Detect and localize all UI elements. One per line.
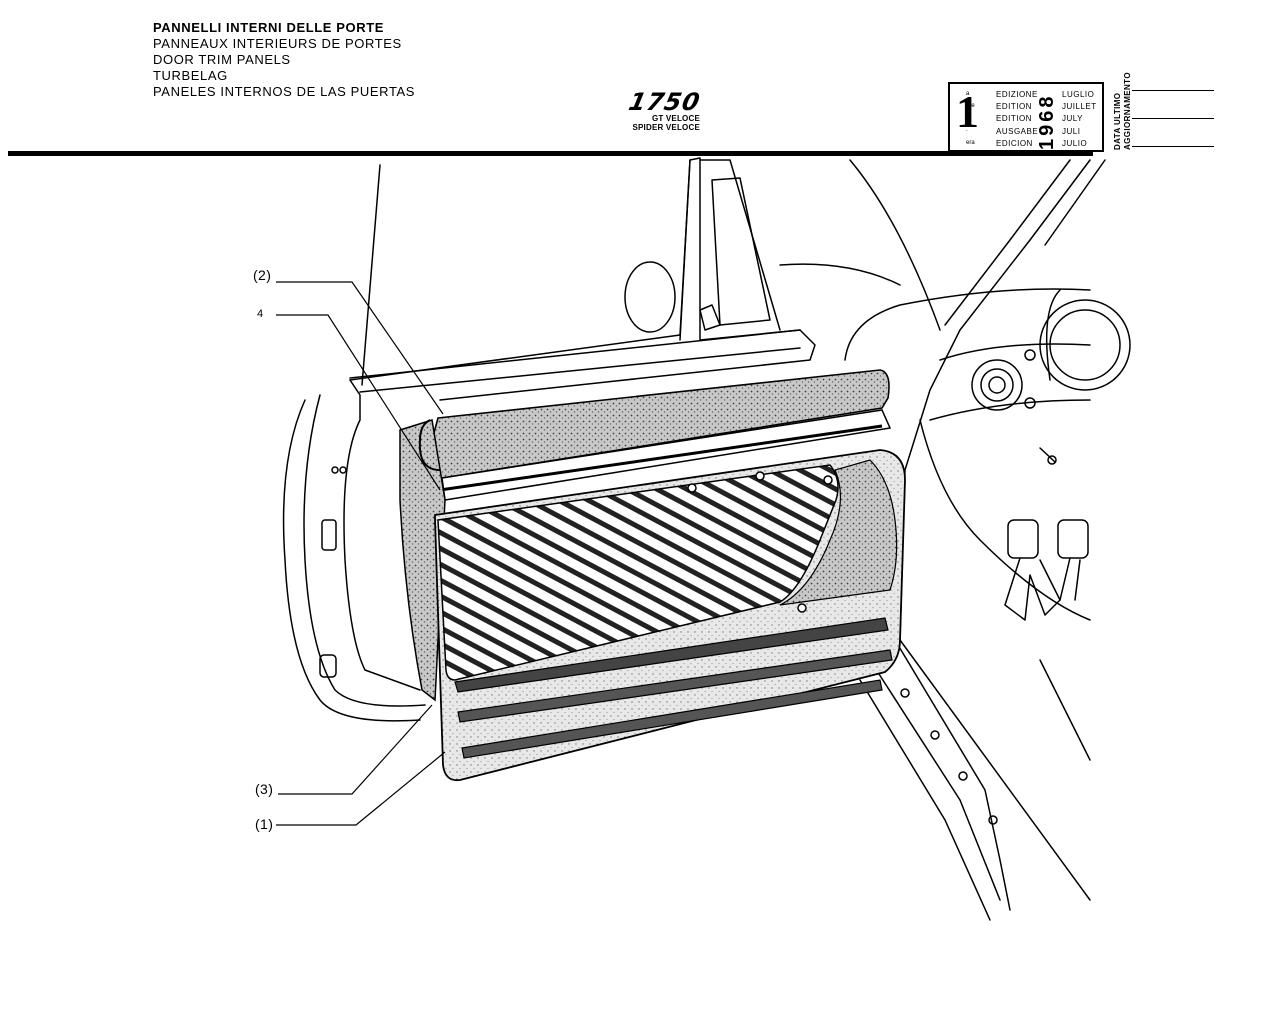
edition-month: LUGLIO — [1062, 90, 1095, 99]
leader-line — [276, 751, 446, 826]
title-french: PANNEAUX INTERIEURS DE PORTES — [153, 36, 402, 51]
callout-4: 4 — [257, 308, 264, 320]
update-line — [1132, 90, 1214, 91]
header-rule — [8, 151, 1093, 156]
edition-label: EDICION — [996, 138, 1033, 148]
edition-label: EDITION — [996, 114, 1032, 124]
edition-month: JULIO — [1062, 138, 1088, 148]
mirror-shape — [624, 261, 676, 333]
edition-suffix: . — [966, 127, 968, 133]
model-variant-gt: GT VELOCE — [651, 114, 700, 123]
edition-label: EDITION — [996, 102, 1032, 112]
update-line — [1132, 146, 1214, 147]
pedal-clutch — [1007, 519, 1039, 559]
trim-side-edge — [399, 419, 446, 702]
edition-suffix: era — [966, 140, 975, 146]
edition-box: 1 a ere st . era EDIZIONE EDITION EDITIO… — [948, 82, 1104, 152]
title-block: PANNELLI INTERNI DELLE PORTE PANNEAUX IN… — [153, 20, 415, 100]
callout-2: (2) — [253, 267, 272, 283]
title-english: DOOR TRIM PANELS — [153, 52, 291, 67]
trim-moulding-strip — [454, 617, 889, 693]
edition-month: JULI — [1062, 126, 1081, 136]
update-line — [1132, 118, 1214, 119]
model-variant-spider: SPIDER VELOCE — [632, 123, 700, 132]
edition-suffix: a — [966, 91, 970, 97]
title-italian: PANNELLI INTERNI DELLE PORTE — [153, 20, 385, 35]
edition-label: AUSGABE — [996, 126, 1039, 136]
edition-labels: EDIZIONE EDITION EDITION AUSGABE EDICION — [996, 89, 1038, 150]
edition-suffix: ere — [966, 103, 975, 109]
edition-month: JUILLET — [1062, 102, 1097, 112]
callout-1: (1) — [255, 816, 274, 832]
edition-number: 1 — [956, 86, 979, 137]
leader-line — [276, 314, 441, 491]
edition-suffix: st — [966, 115, 971, 121]
leader-line — [276, 281, 444, 415]
edition-label: EDIZIONE — [996, 90, 1038, 99]
trim-hatched-insert — [437, 464, 839, 681]
title-spanish: PANELES INTERNOS DE LAS PUERTAS — [153, 84, 416, 99]
edition-months: LUGLIO JUILLET JULY JULI JULIO — [1062, 89, 1097, 150]
antenna-line — [361, 164, 381, 386]
dash-vent — [971, 359, 1023, 411]
edition-month: JULY — [1062, 114, 1083, 124]
window-frame — [349, 157, 801, 381]
title-german: TURBELAG — [153, 68, 228, 83]
pedal-brake — [1057, 519, 1089, 559]
leader-line — [278, 704, 433, 795]
trim-moulding-strip — [461, 679, 883, 759]
trim-moulding-strip — [457, 649, 893, 723]
callout-3: (3) — [255, 781, 274, 797]
model-logo: 1750 GT VELOCE SPIDER VELOCE — [618, 88, 703, 132]
